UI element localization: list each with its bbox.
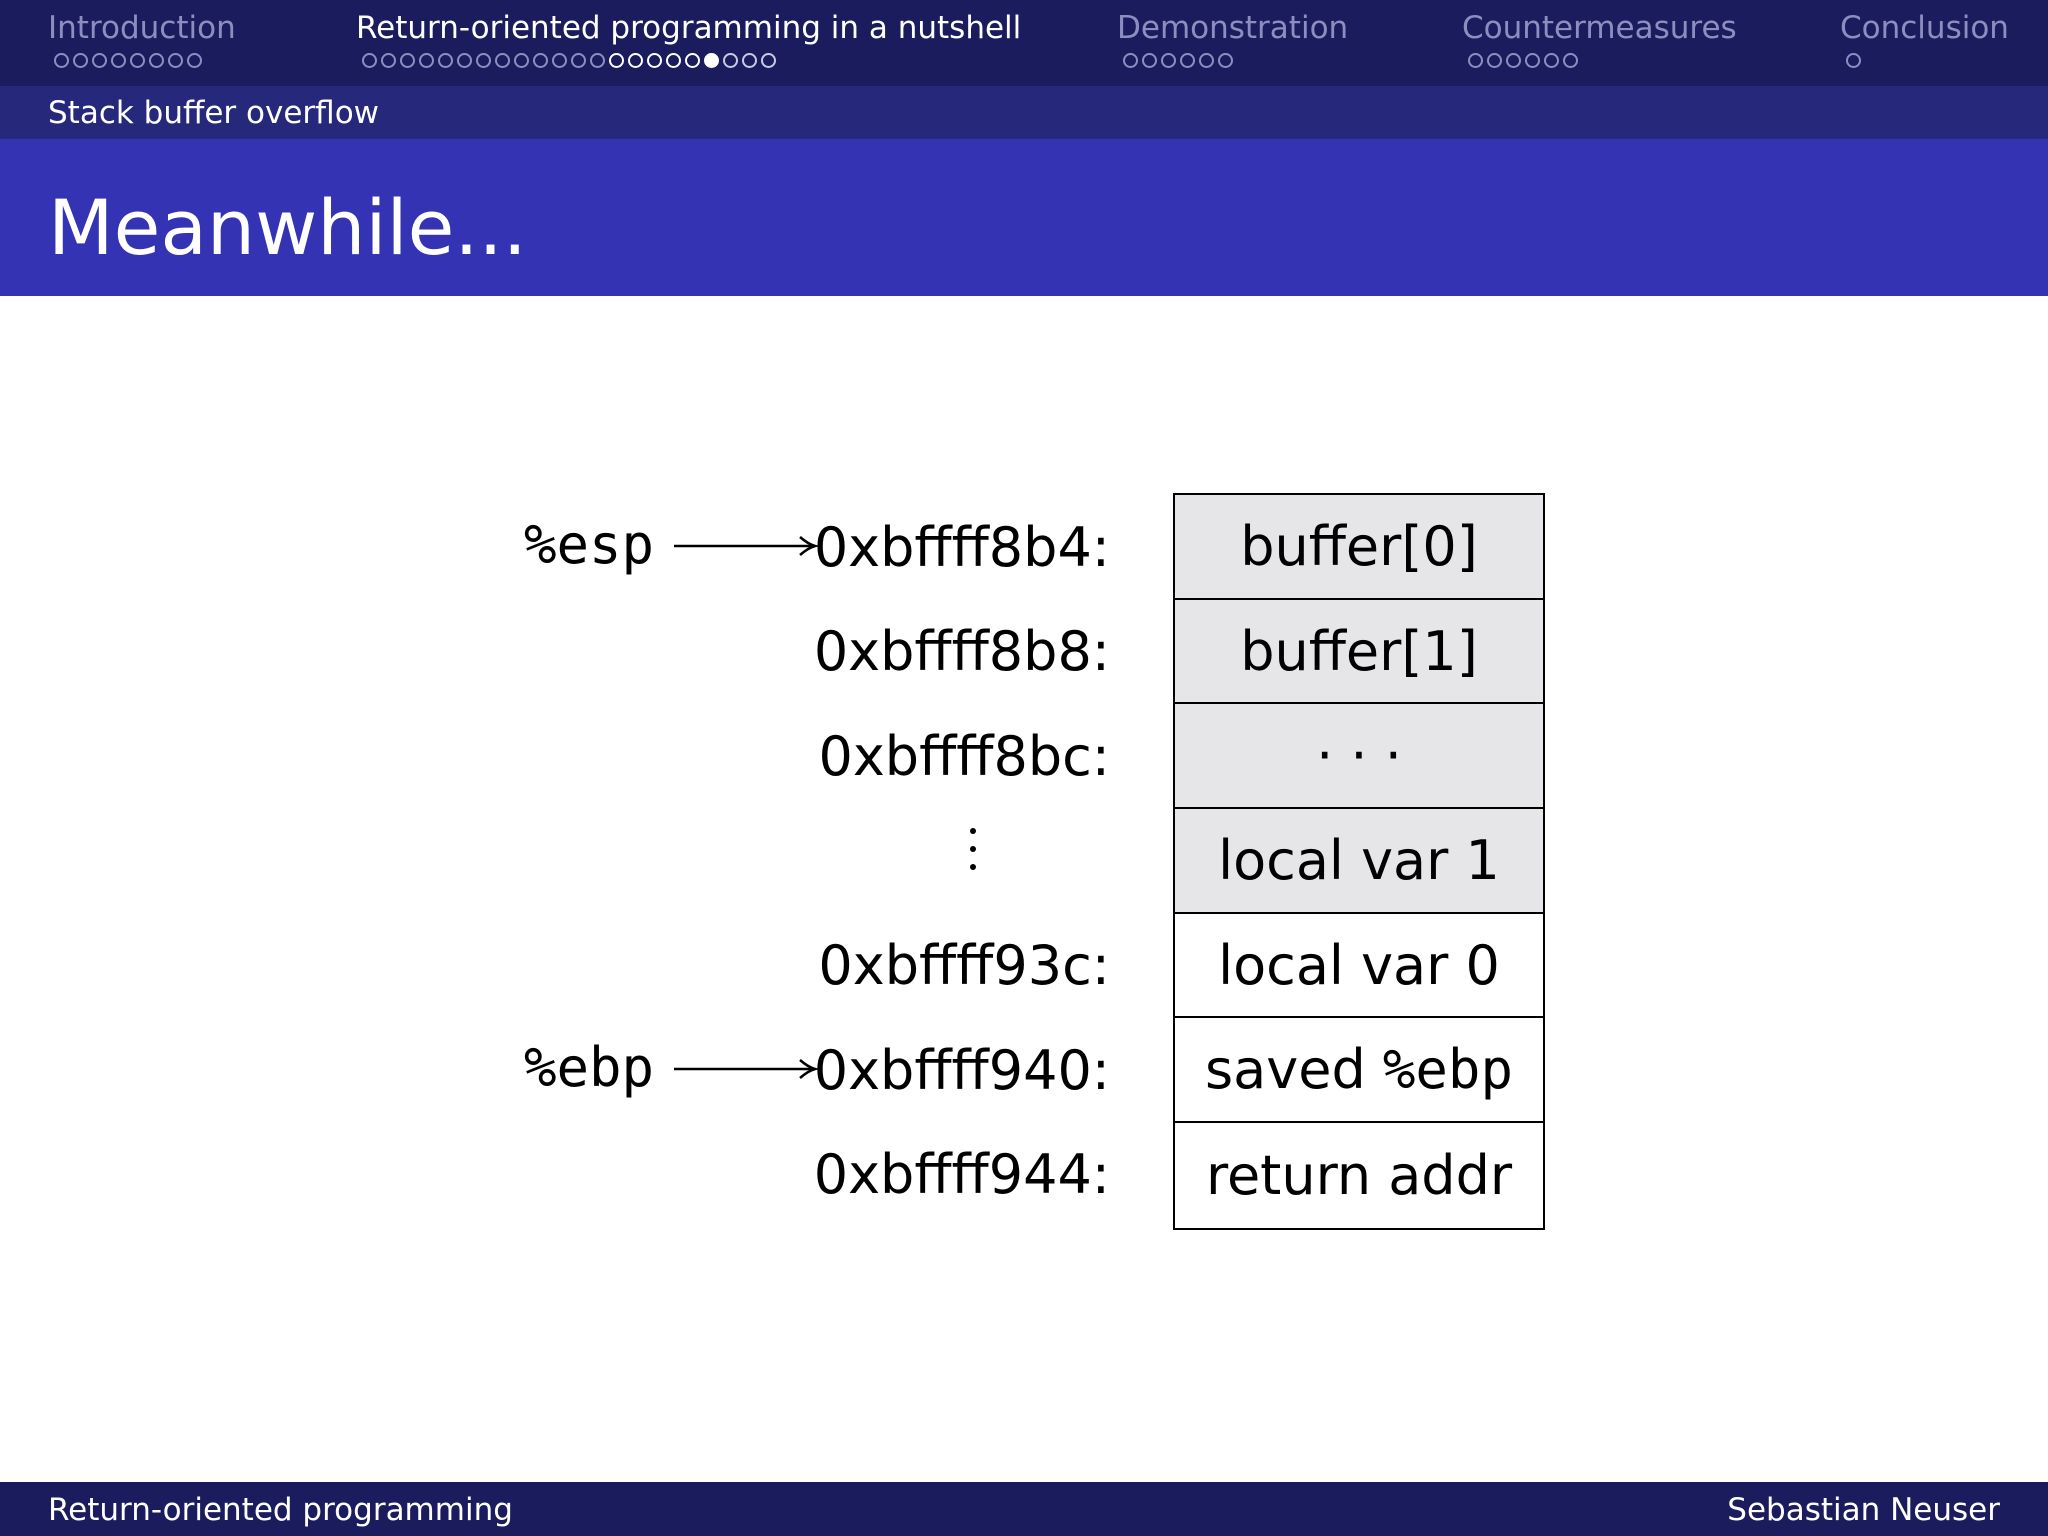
slide-dot[interactable] [1199, 53, 1214, 68]
esp-arrow-icon [674, 536, 818, 556]
slide-dot[interactable] [609, 53, 624, 68]
slide-dot[interactable] [723, 53, 738, 68]
stack-address: 0xbffff944: [813, 1143, 1110, 1206]
stack-address: 0xbffff8b4: [813, 516, 1110, 579]
slide-dot[interactable] [685, 53, 700, 68]
slide-dot[interactable] [1218, 53, 1233, 68]
slide-dot[interactable] [647, 53, 662, 68]
slide-dot[interactable] [1468, 53, 1483, 68]
stack-cell-label: buffer[0] [1240, 514, 1478, 578]
nav-section-demonstration[interactable]: Demonstration [1117, 8, 1348, 68]
slide-dots [48, 53, 236, 68]
slide-dot[interactable] [666, 53, 681, 68]
nav-section-label: Return-oriented programming in a nutshel… [356, 10, 1022, 46]
ebp-register-label: %ebp [523, 1036, 654, 1099]
slide-dot[interactable] [1525, 53, 1540, 68]
slide-dot[interactable] [1846, 53, 1861, 68]
nav-section-label: Countermeasures [1462, 10, 1737, 46]
slide-dot[interactable] [187, 53, 202, 68]
nav-section-label: Demonstration [1117, 10, 1349, 46]
stack-cell-local-var-0: local var 0 [1175, 914, 1543, 1019]
stack-cell-label: local var 1 [1218, 828, 1500, 892]
current-slide-dot[interactable] [704, 53, 719, 68]
stack-cell-label: saved [1205, 1038, 1383, 1102]
slide-dot[interactable] [628, 53, 643, 68]
stack-cell-local-var-1: local var 1 [1175, 809, 1543, 914]
slide-dot[interactable] [476, 53, 491, 68]
stack-cell-ellipsis: · · · [1175, 704, 1543, 810]
footer-presentation-title: Return-oriented programming [48, 1492, 513, 1528]
frame-title: Meanwhile... [48, 183, 527, 272]
nav-section-conclusion[interactable]: Conclusion [1840, 8, 2009, 68]
frame-title-bar: Meanwhile... [0, 139, 2048, 296]
stack-cell-label: return addr [1205, 1143, 1513, 1207]
subsection-title: Stack buffer overflow [48, 95, 380, 131]
stack-address: 0xbffff8bc: [818, 725, 1110, 788]
ebp-arrow-icon [674, 1059, 818, 1079]
stack-cell-return-addr: return addr [1175, 1123, 1543, 1228]
slide-dots [1462, 53, 1737, 68]
slide-dot[interactable] [552, 53, 567, 68]
stack-cell-label: · · · [1316, 724, 1402, 788]
nav-section-label: Introduction [48, 10, 236, 46]
stack-address: 0xbffff940: [813, 1039, 1110, 1102]
esp-register-label: %esp [523, 513, 654, 576]
stack-cell-buffer-0: buffer[0] [1175, 495, 1543, 600]
slide-dot[interactable] [1123, 53, 1138, 68]
slide-dot[interactable] [438, 53, 453, 68]
nav-section-introduction[interactable]: Introduction [48, 8, 236, 68]
slide-dot[interactable] [54, 53, 69, 68]
vertical-ellipsis [963, 822, 983, 882]
slide-dot[interactable] [514, 53, 529, 68]
slide-dot[interactable] [1487, 53, 1502, 68]
footer-author: Sebastian Neuser [1727, 1492, 2000, 1528]
slide-dot[interactable] [149, 53, 164, 68]
slide-dot[interactable] [1544, 53, 1559, 68]
nav-section-label: Conclusion [1840, 10, 2009, 46]
slide-dot[interactable] [1506, 53, 1521, 68]
slide-dot[interactable] [400, 53, 415, 68]
slide-dots [356, 53, 1021, 68]
subsection-bar: Stack buffer overflow [0, 86, 2048, 139]
slide-dot[interactable] [1142, 53, 1157, 68]
slide-dot[interactable] [419, 53, 434, 68]
slide-dot[interactable] [761, 53, 776, 68]
stack-address: 0xbffff93c: [818, 934, 1110, 997]
stack-frame-table: buffer[0] buffer[1] · · · local var 1 lo… [1173, 493, 1545, 1230]
slide-dot[interactable] [742, 53, 757, 68]
nav-section-rop-in-a-nutshell[interactable]: Return-oriented programming in a nutshel… [356, 8, 1021, 68]
slide-dot[interactable] [495, 53, 510, 68]
section-navigation-bar: Introduction Return-oriented programming… [0, 0, 2048, 86]
slide-dots [1117, 53, 1348, 68]
slide-dot[interactable] [73, 53, 88, 68]
slide-dots [1840, 53, 2009, 68]
slide-dot[interactable] [168, 53, 183, 68]
stack-cell-label: buffer[1] [1240, 619, 1478, 683]
slide-dot[interactable] [130, 53, 145, 68]
slide-dot[interactable] [1563, 53, 1578, 68]
slide-dot[interactable] [590, 53, 605, 68]
slide-dot[interactable] [111, 53, 126, 68]
slide-dot[interactable] [362, 53, 377, 68]
slide-dot[interactable] [381, 53, 396, 68]
footer-bar: Return-oriented programming Sebastian Ne… [0, 1482, 2048, 1536]
stack-cell-register: %ebp [1382, 1038, 1513, 1102]
stack-cell-buffer-1: buffer[1] [1175, 599, 1543, 705]
slide-dot[interactable] [1161, 53, 1176, 68]
slide-dot[interactable] [92, 53, 107, 68]
stack-cell-saved-ebp: saved %ebp [1175, 1018, 1543, 1124]
slide-dot[interactable] [533, 53, 548, 68]
slide-dot[interactable] [571, 53, 586, 68]
stack-address: 0xbffff8b8: [813, 620, 1110, 683]
slide-dot[interactable] [457, 53, 472, 68]
stack-cell-label: local var 0 [1218, 933, 1500, 997]
nav-section-countermeasures[interactable]: Countermeasures [1462, 8, 1737, 68]
slide-dot[interactable] [1180, 53, 1195, 68]
